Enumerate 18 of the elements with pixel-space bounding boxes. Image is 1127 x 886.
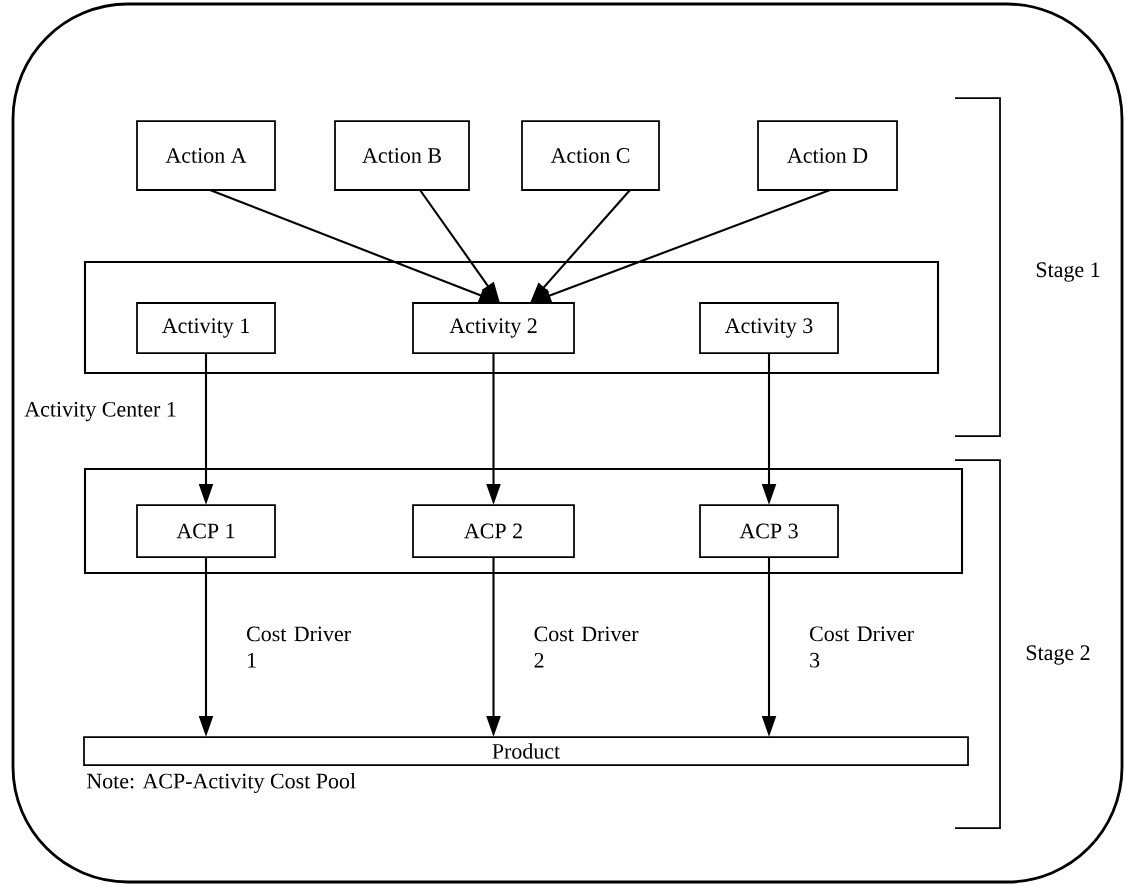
node-label: Activity Center 1: [24, 401, 176, 422]
edge-label: Cost Driver 3: [810, 626, 914, 668]
process-box: ACP 1: [136, 504, 276, 558]
process-box: Action C: [521, 120, 660, 191]
edge-label: Cost Driver 2: [534, 626, 639, 668]
process-box: ACP 2: [412, 504, 575, 558]
stage-label: Stage 1: [1036, 262, 1100, 282]
process-box: Activity 3: [699, 302, 839, 354]
process-box: Action D: [757, 120, 898, 191]
group-box: [83, 467, 964, 575]
process-box: Action A: [136, 120, 276, 191]
process-box: Activity 1: [136, 302, 276, 354]
process-box: Product: [83, 736, 969, 766]
process-box: ACP 3: [699, 504, 839, 558]
stage-label: Stage 2: [1026, 645, 1090, 665]
edge-label: Cost Driver 1: [247, 626, 351, 668]
process-box: Activity 2: [412, 302, 575, 354]
process-box: Action B: [334, 120, 470, 191]
